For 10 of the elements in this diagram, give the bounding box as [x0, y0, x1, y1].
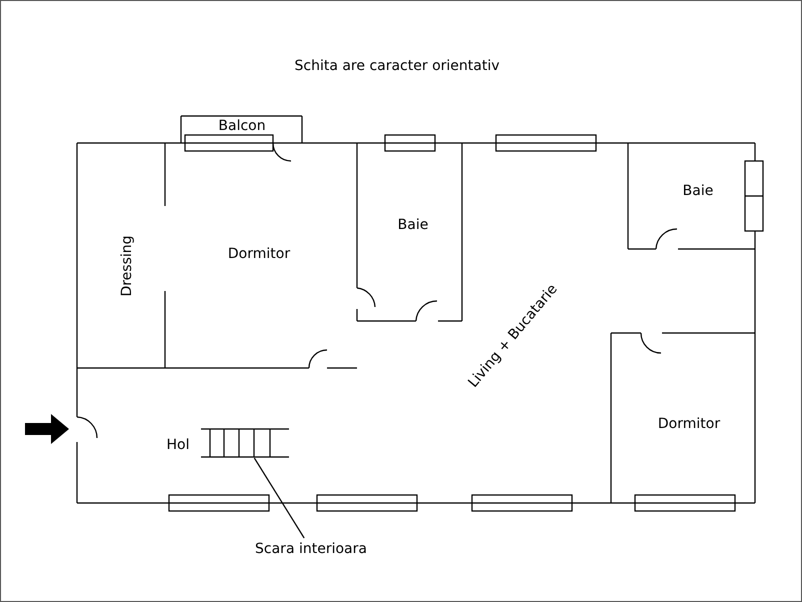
room-label: Dressing: [119, 235, 135, 297]
callout-label: Scara interioara: [255, 541, 367, 557]
room-label: Hol: [166, 437, 190, 453]
room-label: Baie: [682, 183, 714, 199]
room-label: Dormitor: [228, 246, 290, 262]
leader-line: [254, 458, 305, 538]
room-label: Balcon: [218, 118, 266, 134]
room-label: Dormitor: [658, 416, 720, 432]
note-text: Schita are caracter orientativ: [294, 58, 500, 74]
room-label: Baie: [398, 217, 428, 233]
